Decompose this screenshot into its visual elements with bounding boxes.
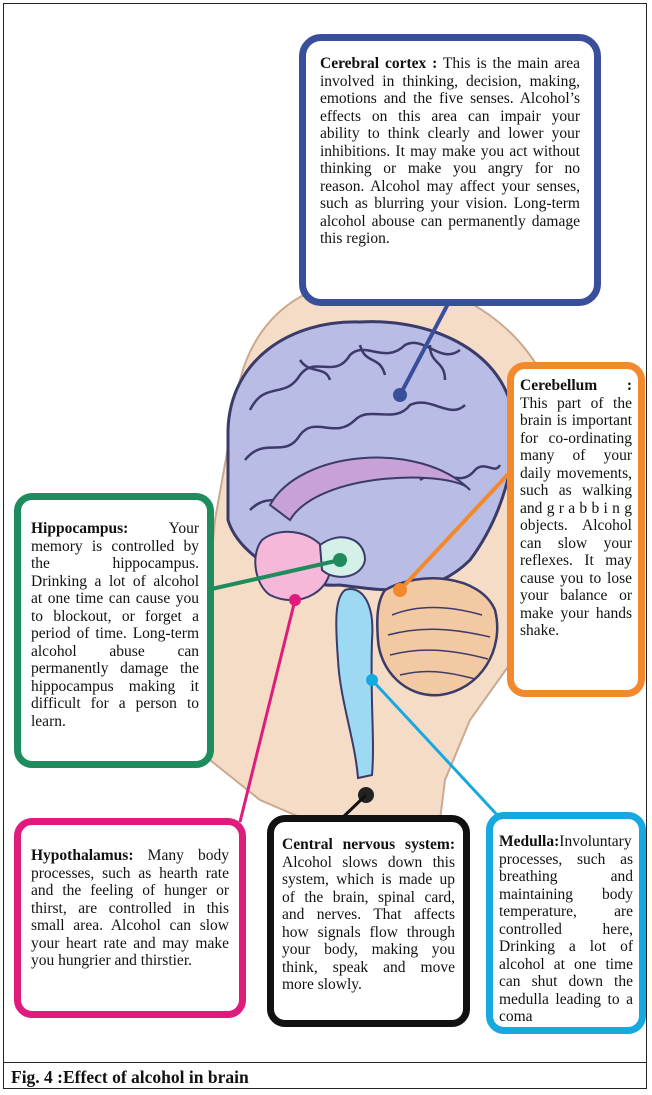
cerebellum-dot — [393, 583, 407, 597]
cns-title: Central nervous system: — [282, 836, 455, 853]
hippocampus-title: Hippocampus: — [31, 520, 128, 537]
cerebellum-text: This part of the brain is important for … — [520, 395, 632, 640]
cerebral-cortex-callout: Cerebral cortex : This is the main area … — [299, 34, 601, 306]
cerebellum-title: Cerebellum : — [520, 377, 632, 394]
hypothalamus-dot — [289, 594, 301, 606]
medulla-dot — [366, 674, 378, 686]
medulla-callout: Medulla:Involuntary processes, such as b… — [486, 812, 646, 1034]
figure-caption: Fig. 4 :Effect of alcohol in brain — [3, 1062, 647, 1089]
hippocampus-text: Your memory is controlled by the hippoca… — [31, 520, 199, 730]
cns-text: Alcohol slows down this system, which is… — [282, 854, 455, 994]
cerebral-cortex-title: Cerebral cortex : — [320, 55, 437, 72]
medulla-text: Involuntary processes, such as breathing… — [499, 833, 633, 1025]
hippocampus-dot — [333, 553, 347, 567]
hypothalamus-title: Hypothalamus: — [31, 847, 134, 864]
hypothalamus-callout: Hypothalamus: Many body processes, such … — [14, 818, 246, 1018]
central-nervous-system-callout: Central nervous system: Alcohol slows do… — [267, 815, 470, 1027]
medulla-title: Medulla: — [499, 833, 559, 850]
hippocampus-callout: Hippocampus: Your memory is controlled b… — [14, 493, 214, 768]
hypothalamus-text: Many body processes, such as hearth rate… — [31, 847, 229, 969]
cortex-dot — [393, 388, 407, 402]
cerebral-cortex-text: This is the main area involved in thinki… — [320, 55, 580, 247]
cerebellum-callout: Cerebellum : This part of the brain is i… — [507, 362, 645, 697]
